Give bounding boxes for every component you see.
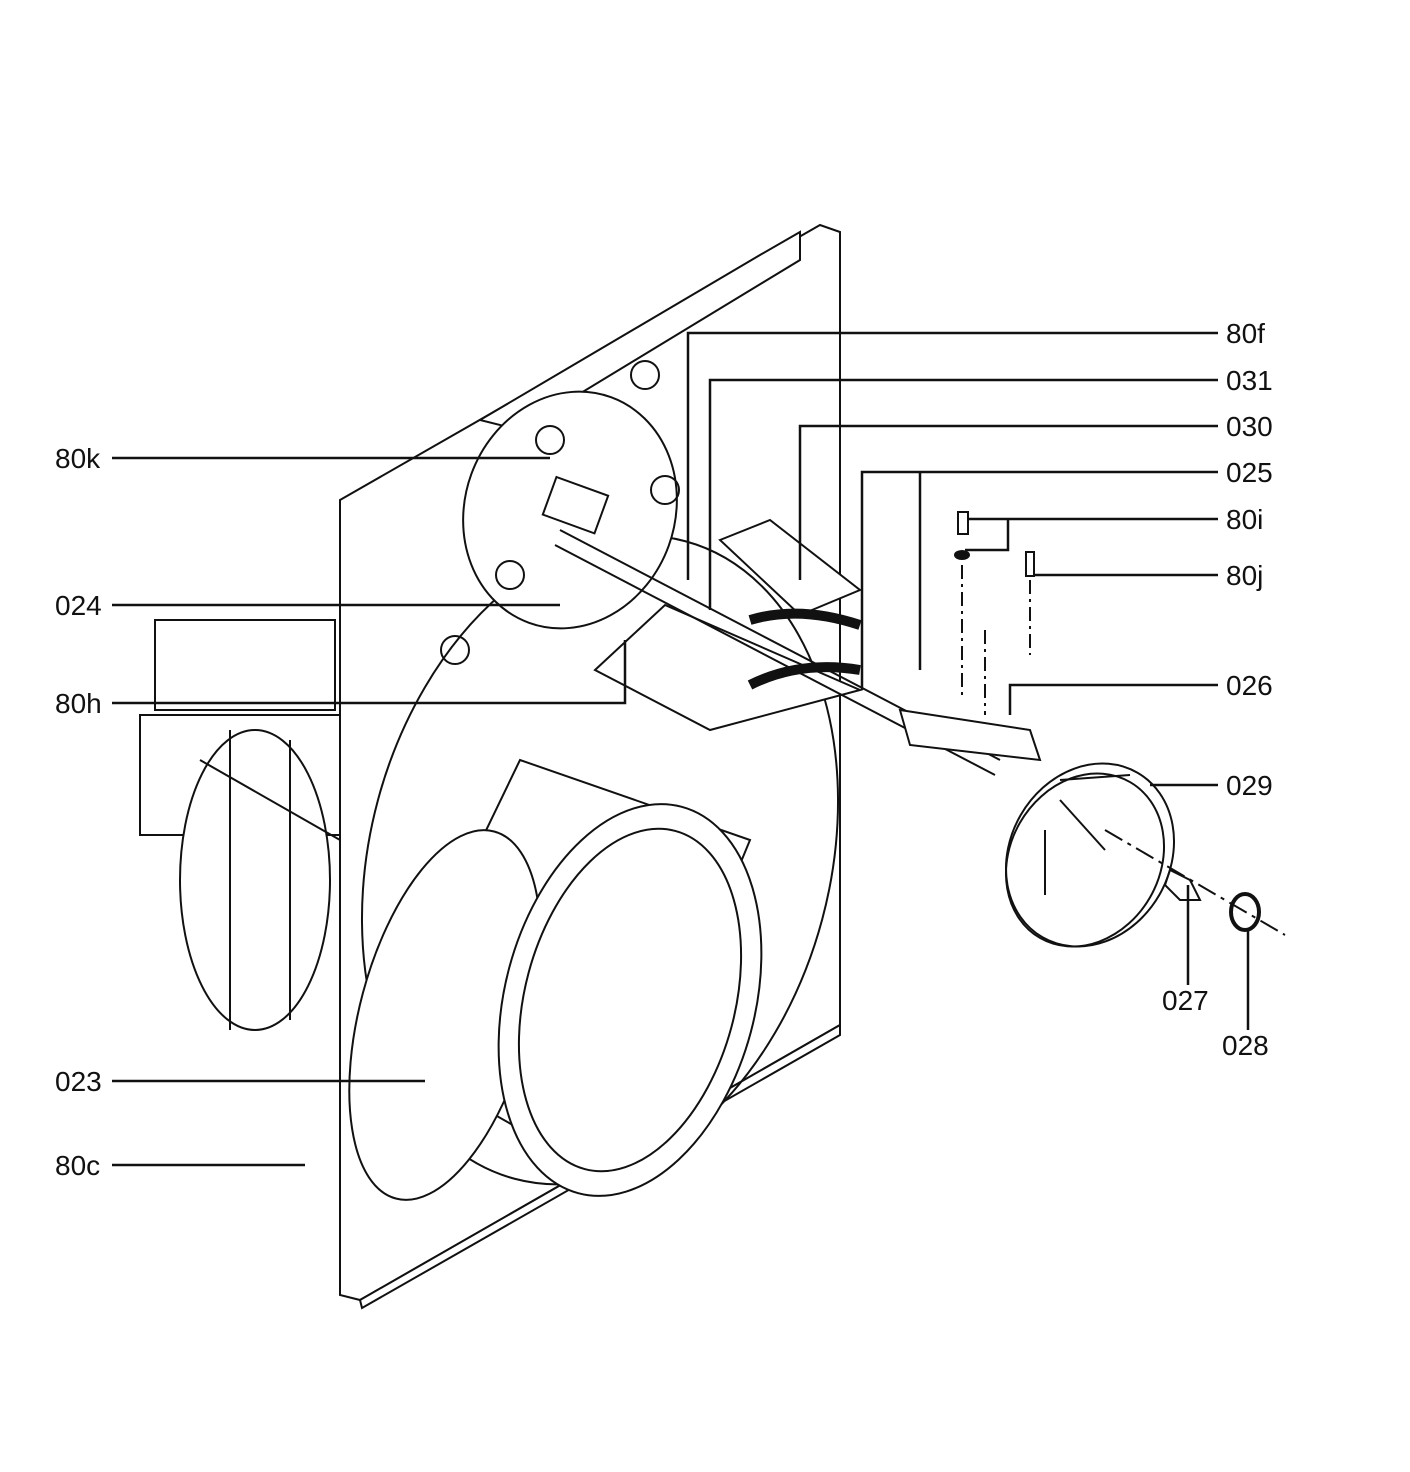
callout-80i: 80i <box>1226 504 1264 535</box>
leader-lines <box>112 331 1250 1167</box>
callout-023: 023 <box>55 1066 102 1097</box>
baffle-disc <box>1004 762 1176 948</box>
callout-024: 024 <box>55 590 102 621</box>
shaft <box>541 475 1042 776</box>
circlip <box>1229 892 1261 932</box>
callout-030: 030 <box>1226 411 1273 442</box>
electrode-plate <box>593 603 864 732</box>
callout-80f: 80f <box>1226 318 1265 349</box>
blower-housing <box>360 534 840 1186</box>
callout-027: 027 <box>1162 985 1209 1016</box>
nozzle <box>1163 868 1202 901</box>
callout-80k: 80k <box>55 443 101 474</box>
callout-026: 026 <box>1226 670 1273 701</box>
callout-031: 031 <box>1226 365 1273 396</box>
callout-025: 025 <box>1226 457 1273 488</box>
callout-80c: 80c <box>55 1150 101 1181</box>
callout-80j: 80j <box>1226 560 1264 591</box>
callout-80h: 80h <box>55 688 102 719</box>
screw <box>957 511 969 535</box>
motor <box>139 619 341 1031</box>
callout-029: 029 <box>1226 770 1273 801</box>
air-tube <box>348 758 763 1201</box>
callout-028: 028 <box>1222 1030 1269 1061</box>
